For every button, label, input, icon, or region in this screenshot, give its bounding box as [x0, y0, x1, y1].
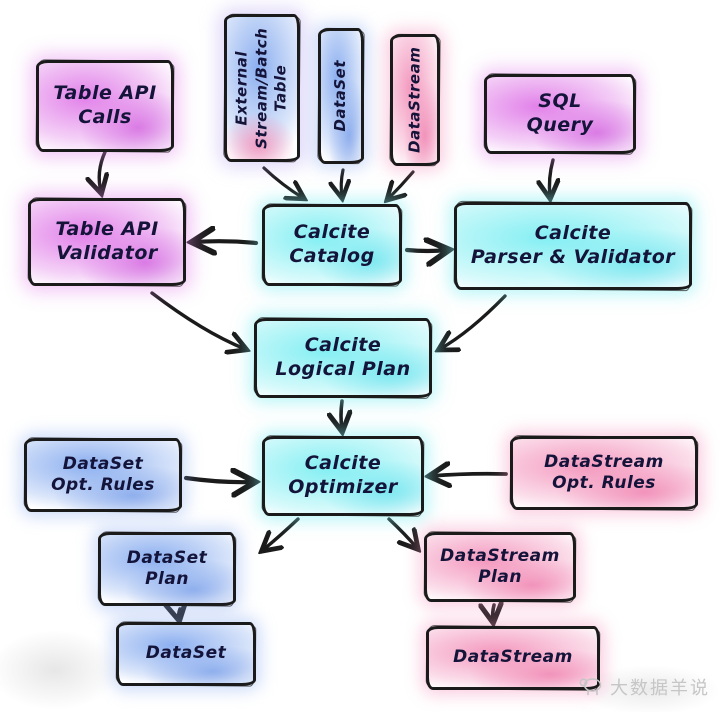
node-calcite-optimizer: Calcite Optimizer	[262, 436, 424, 516]
watermark: 大数据羊说	[578, 674, 710, 700]
node-sql-query: SQL Query	[484, 74, 636, 154]
sheep-logo-icon	[578, 674, 604, 700]
edge-table-api-calls-to-table-api-validator	[99, 150, 105, 192]
node-datastream-output: DataStream	[426, 626, 600, 690]
edge-dataset-plan-to-dataset-output	[179, 609, 180, 619]
watermark-text: 大数据羊说	[610, 678, 710, 699]
node-label: DataStream	[453, 647, 573, 668]
node-label: Table API Validator	[55, 218, 159, 264]
edge-calcite-optimizer-to-dataset-plan	[263, 517, 300, 550]
node-label: Calcite Optimizer	[288, 452, 398, 498]
node-label: DataSet	[145, 643, 227, 664]
edge-calcite-catalog-to-calcite-parser-validator	[404, 250, 447, 251]
edge-table-api-validator-to-calcite-logical-plan	[150, 291, 245, 349]
edge-external-table-to-calcite-catalog	[262, 166, 303, 198]
node-datastream-opt-rules: DataStream Opt. Rules	[510, 436, 698, 510]
edge-calcite-parser-validator-to-calcite-logical-plan	[440, 294, 507, 349]
edge-datastream-source-to-calcite-catalog	[388, 170, 415, 199]
node-datastream-plan: DataStream Plan	[424, 532, 576, 602]
edge-calcite-logical-plan-to-calcite-optimizer	[341, 399, 342, 430]
node-label: DataStream Plan	[440, 545, 560, 587]
node-table-api-calls: Table API Calls	[36, 60, 174, 152]
node-label: Table API Calls	[53, 82, 157, 128]
node-dataset-source: DataSet	[318, 28, 364, 164]
edge-sql-query-to-calcite-parser-validator	[549, 158, 553, 197]
edge-calcite-catalog-to-table-api-validator	[194, 241, 259, 243]
node-label: DataSet	[331, 60, 350, 132]
node-label: DataStream Opt. Rules	[544, 451, 664, 493]
node-label: External Stream/Batch Table	[232, 27, 290, 149]
node-datastream-source: DataStream	[390, 34, 440, 166]
node-external-stream-batch-table: External Stream/Batch Table	[224, 14, 300, 162]
node-dataset-opt-rules: DataSet Opt. Rules	[24, 438, 182, 512]
edge-calcite-optimizer-to-datastream-plan	[387, 517, 417, 548]
node-calcite-logical-plan: Calcite Logical Plan	[254, 318, 432, 398]
node-label: DataSet Opt. Rules	[51, 453, 155, 495]
edge-datastream-opt-rules-to-calcite-optimizer	[431, 474, 508, 476]
node-dataset-plan: DataSet Plan	[98, 532, 236, 606]
edge-dataset-source-to-calcite-catalog	[341, 168, 343, 197]
node-label: Calcite Parser & Validator	[470, 222, 676, 268]
node-label: Calcite Logical Plan	[275, 334, 411, 380]
node-label: DataStream	[405, 46, 424, 154]
edge-datastream-plan-to-datastream-output	[493, 605, 494, 621]
node-label: SQL Query	[526, 90, 594, 136]
edge-dataset-opt-rules-to-calcite-optimizer	[183, 478, 253, 482]
node-label: Calcite Catalog	[289, 221, 375, 267]
node-dataset-output: DataSet	[116, 622, 256, 686]
node-label: DataSet Plan	[126, 547, 208, 589]
node-table-api-validator: Table API Validator	[28, 198, 186, 286]
node-calcite-parser-validator: Calcite Parser & Validator	[454, 202, 692, 290]
node-calcite-catalog: Calcite Catalog	[262, 204, 402, 286]
